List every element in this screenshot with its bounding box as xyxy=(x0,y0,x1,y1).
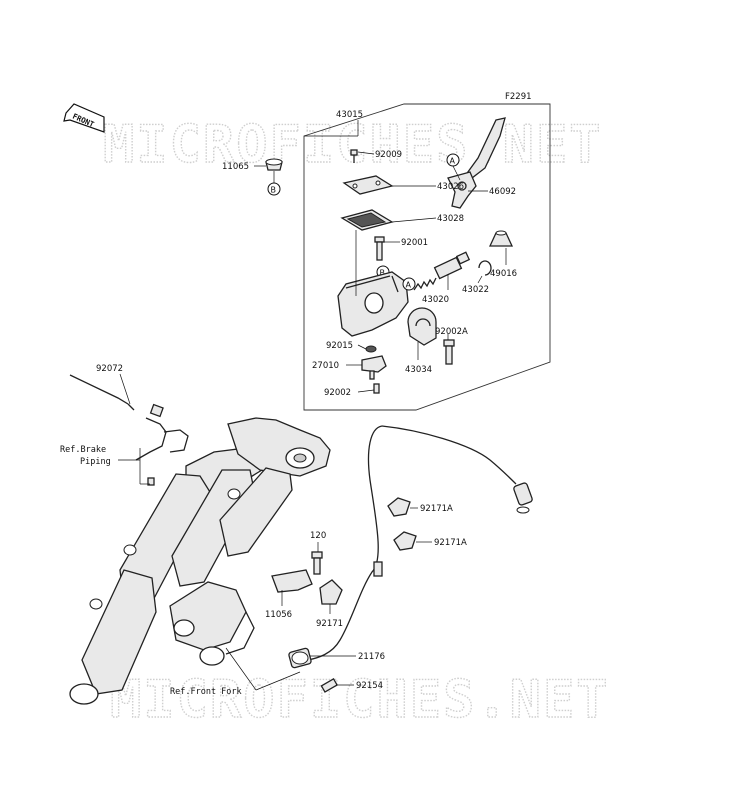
label-92171a-2: 92171A xyxy=(434,538,467,548)
boot-49016 xyxy=(488,230,514,247)
callout-a-top: A xyxy=(446,153,461,181)
label-46092: 46092 xyxy=(489,187,516,197)
watermark-top: MICROFICHES.NET xyxy=(103,115,603,175)
label-ref-brake-piping-2: Piping xyxy=(80,457,111,467)
label-49016: 49016 xyxy=(490,269,517,279)
cap-11065 xyxy=(265,158,283,171)
svg-text:B: B xyxy=(271,186,277,195)
front-arrow-icon: FRONT xyxy=(63,103,105,133)
master-cylinder-body xyxy=(337,271,409,337)
label-92002: 92002 xyxy=(324,388,351,398)
label-27010: 27010 xyxy=(312,361,339,371)
switch-27010 xyxy=(361,355,387,380)
label-92001: 92001 xyxy=(401,238,428,248)
label-ref-front-fork: Ref.Front Fork xyxy=(170,687,242,697)
clamp-92171 xyxy=(319,579,343,605)
bolt-92154 xyxy=(320,678,338,693)
label-43020: 43020 xyxy=(422,295,449,305)
label-11065: 11065 xyxy=(222,162,249,172)
bolt-120 xyxy=(311,551,323,575)
bracket-11056 xyxy=(271,569,313,593)
svg-text:A: A xyxy=(450,157,456,166)
clamp-92171a-upper xyxy=(387,497,411,517)
holder-43034 xyxy=(407,307,437,346)
svg-text:A: A xyxy=(406,281,412,290)
reservoir-cap-43026 xyxy=(342,175,394,195)
pin-92001 xyxy=(374,236,385,261)
clamp-92171a-lower xyxy=(393,531,417,551)
leader-lines xyxy=(118,120,507,691)
callout-a-cylinder: A xyxy=(402,277,416,291)
label-43034: 43034 xyxy=(405,365,432,375)
label-92002a: 92002A xyxy=(435,327,468,337)
bolt-92002a xyxy=(443,339,455,365)
part-labels: 43015 92009 11065 43026 46092 43028 9200… xyxy=(60,110,517,697)
label-43015: 43015 xyxy=(336,110,363,120)
diaphragm-43028 xyxy=(340,209,394,231)
diagram-code: F2291 xyxy=(505,92,532,102)
brake-lever xyxy=(447,117,506,209)
sensor-cable-21176 xyxy=(288,425,533,669)
label-92154: 92154 xyxy=(356,681,383,691)
svg-text:B: B xyxy=(380,269,386,278)
watermark-bottom: MICROFICHES.NET xyxy=(110,670,610,730)
label-92009: 92009 xyxy=(375,150,402,160)
label-43028: 43028 xyxy=(437,214,464,224)
washer-92015 xyxy=(365,345,377,353)
label-120: 120 xyxy=(310,531,326,541)
screw-92009 xyxy=(350,149,358,163)
label-43022: 43022 xyxy=(462,285,489,295)
label-21176: 21176 xyxy=(358,652,385,662)
callout-b-11065: B xyxy=(267,171,281,196)
label-ref-brake-piping-1: Ref.Brake xyxy=(60,445,106,455)
label-92072: 92072 xyxy=(96,364,123,374)
label-92171: 92171 xyxy=(316,619,343,629)
label-92015: 92015 xyxy=(326,341,353,351)
label-11056: 11056 xyxy=(265,610,292,620)
front-fork xyxy=(69,417,331,705)
label-92171a-1: 92171A xyxy=(420,504,453,514)
screw-92002 xyxy=(373,383,380,394)
brake-hose-92072 xyxy=(69,374,189,486)
circlip-43022 xyxy=(478,260,492,276)
master-cylinder-group-box xyxy=(303,103,551,411)
label-43026: 43026 xyxy=(437,182,464,192)
piston-assembly-43020 xyxy=(413,251,471,291)
